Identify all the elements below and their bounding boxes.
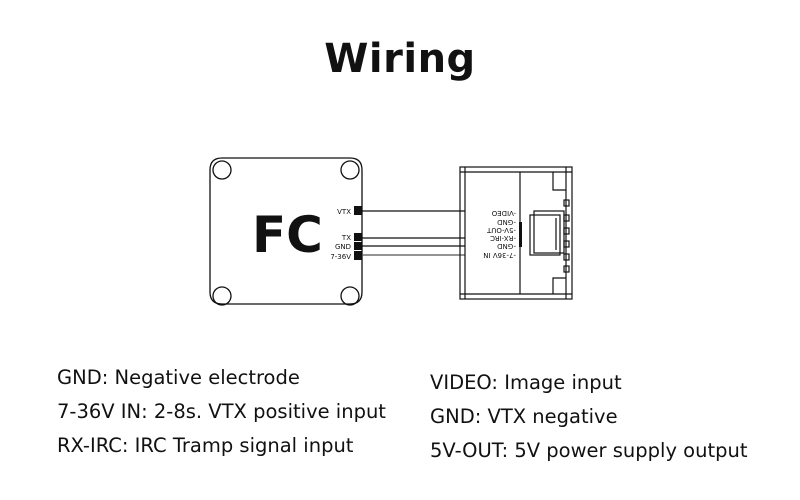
vtx-pin-label-5v-out: -5V-OUT <box>486 226 516 234</box>
fc-label: FC <box>252 206 323 264</box>
legend-item: RX-IRC: IRC Tramp signal input <box>57 434 354 457</box>
fc-pins: VTX TX GND 7-36V <box>330 206 362 261</box>
legend-item: 7-36V IN: 2-8s. VTX positive input <box>57 400 386 423</box>
vtx-pin-label-power: -7-36V IN <box>483 251 516 259</box>
fc-pad-gnd <box>354 242 362 250</box>
legend-item: 5V-OUT: 5V power supply output <box>430 439 748 462</box>
vtx-board <box>459 166 573 300</box>
vtx-pin-label-gnd-1: -GND <box>497 218 516 226</box>
vtx-pin-label-gnd-2: -GND <box>497 242 516 250</box>
fc-pin-label-7-36v: 7-36V <box>330 253 351 261</box>
vtx-pin-label-video: -VIDEO <box>491 209 516 217</box>
legend-item: GND: Negative electrode <box>57 366 300 389</box>
vtx-pin-labels: -VIDEO -GND -5V-OUT -RX-IRC -GND -7-36V … <box>483 209 516 259</box>
wires <box>362 210 465 256</box>
legend-item: GND: VTX negative <box>430 405 618 428</box>
mount-hole-tl <box>212 160 232 180</box>
fc-pin-label-tx: TX <box>341 234 351 242</box>
legend-left: GND: Negative electrode 7-36V IN: 2-8s. … <box>57 361 386 463</box>
mount-hole-br <box>340 286 360 306</box>
mount-hole-bl <box>212 286 232 306</box>
legend-right: VIDEO: Image input GND: VTX negative 5V-… <box>430 366 748 468</box>
fc-board <box>209 157 363 306</box>
legend-item: VIDEO: Image input <box>430 371 622 394</box>
fc-pin-label-gnd: GND <box>335 243 351 251</box>
page-title: Wiring <box>324 36 476 82</box>
fc-pad-vtx <box>354 206 362 215</box>
vtx-solder-bar <box>519 222 522 247</box>
vtx-pin-label-rx-irc: -RX-IRC <box>490 234 516 242</box>
fc-pin-label-vtx: VTX <box>337 208 351 216</box>
mount-hole-tr <box>340 160 360 180</box>
fc-pad-tx <box>354 233 362 241</box>
fc-pad-7-36v <box>354 251 362 260</box>
